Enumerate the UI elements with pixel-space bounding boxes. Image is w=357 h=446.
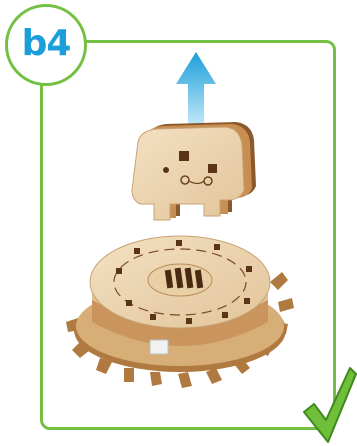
arrow-up-icon xyxy=(176,52,216,124)
face-piece xyxy=(132,122,256,220)
gear-base xyxy=(66,236,294,388)
checkmark-icon xyxy=(300,362,357,446)
